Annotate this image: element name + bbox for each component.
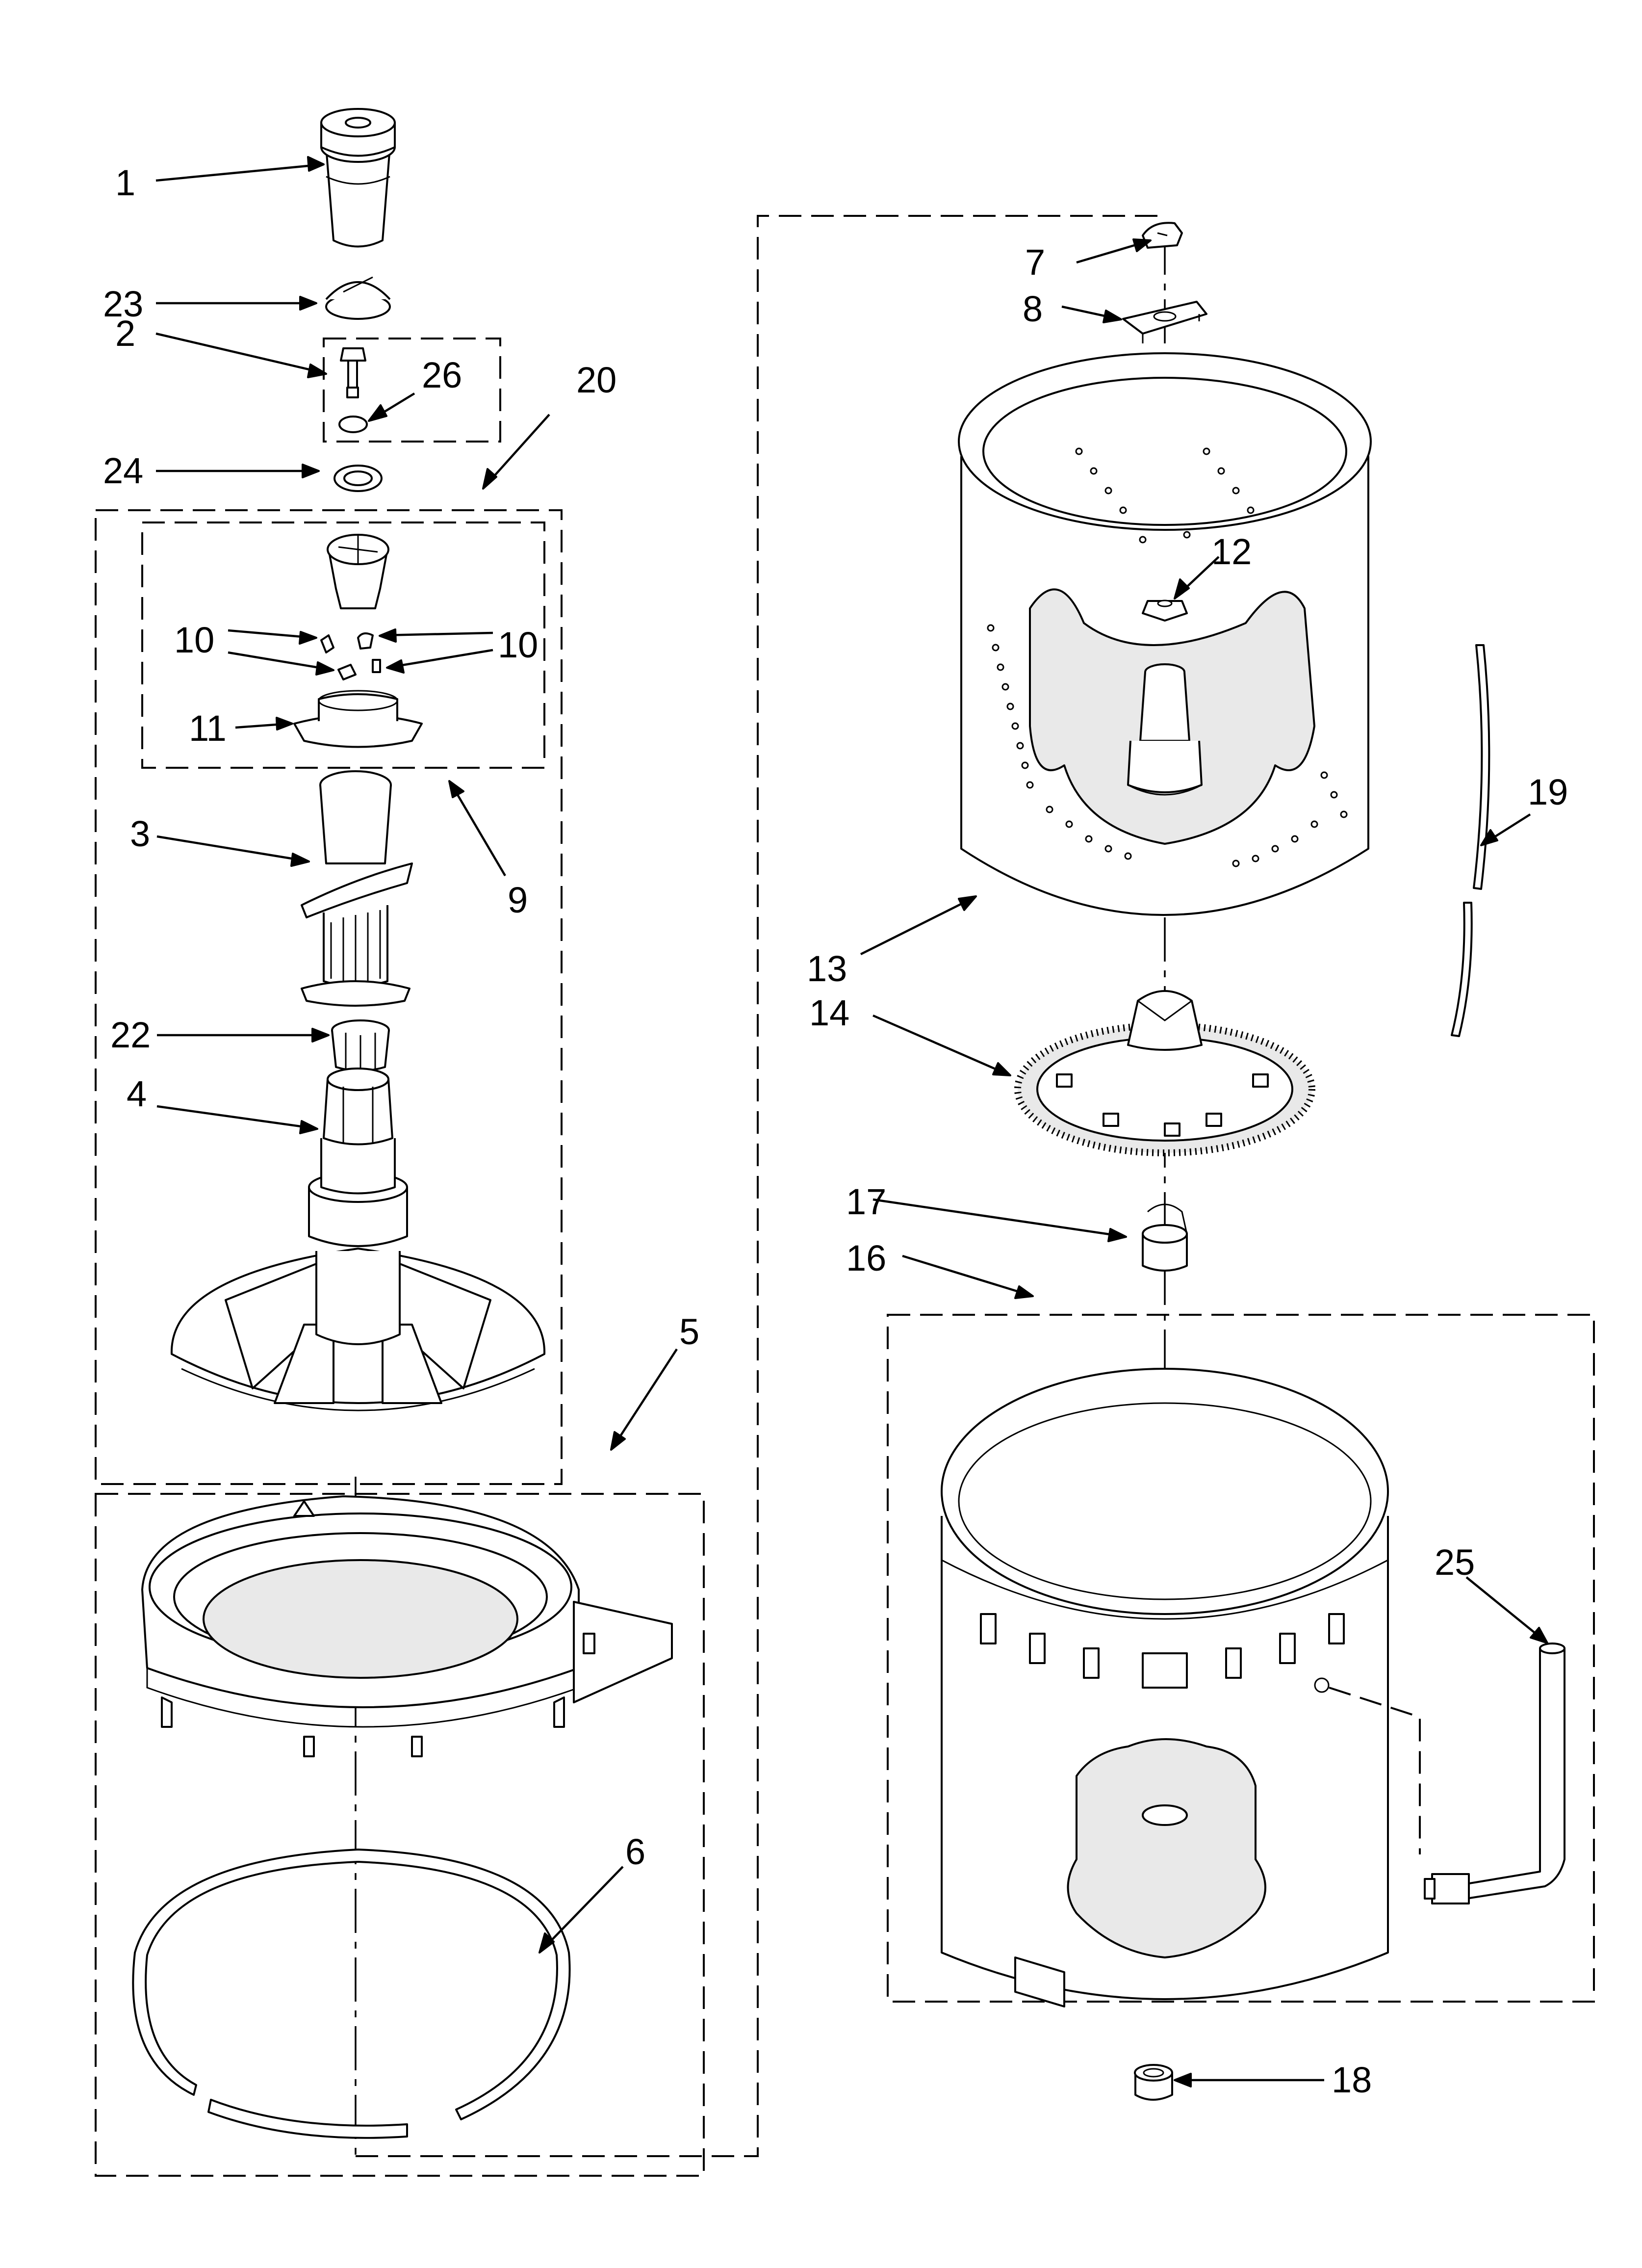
part-24-ring xyxy=(334,465,383,492)
group-box-9 xyxy=(141,521,545,769)
callout-5: 5 xyxy=(679,1311,699,1352)
part-7-clip xyxy=(1142,222,1183,249)
connector-dash-line xyxy=(356,215,1167,2157)
part-17-drive-block xyxy=(1142,1203,1188,1272)
callout-9: 9 xyxy=(508,880,528,920)
callout-25: 25 xyxy=(1435,1542,1475,1583)
part-4-agitator xyxy=(170,1068,546,1411)
callout-17: 17 xyxy=(846,1181,886,1222)
callout-10-right: 10 xyxy=(498,625,538,665)
callout-2: 2 xyxy=(115,313,135,354)
callout-4: 4 xyxy=(127,1073,147,1114)
group-box-2-26 xyxy=(323,338,501,443)
group-box-20 xyxy=(95,509,563,1485)
callout-22: 22 xyxy=(110,1015,151,1055)
callout-6: 6 xyxy=(625,1831,645,1872)
part-18-drain-plug xyxy=(1134,2064,1173,2101)
part-13-wash-basket xyxy=(958,352,1372,916)
callout-18: 18 xyxy=(1332,2059,1372,2100)
part-1-softener-dispenser xyxy=(320,108,396,248)
callout-19: 19 xyxy=(1528,772,1568,812)
part-6-snap-ring xyxy=(132,1849,571,2139)
callout-3: 3 xyxy=(130,813,150,854)
leader-arrows xyxy=(155,156,1548,2087)
callout-14: 14 xyxy=(809,992,849,1033)
part-26-washer xyxy=(338,416,368,433)
part-22-coupling xyxy=(331,1019,390,1072)
callout-24: 24 xyxy=(103,450,143,491)
callout-11: 11 xyxy=(189,708,227,749)
callout-20: 20 xyxy=(576,360,616,400)
part-10-agitator-dogs xyxy=(320,632,381,680)
callout-26: 26 xyxy=(422,355,462,395)
callout-12: 12 xyxy=(1211,531,1252,572)
callout-8: 8 xyxy=(1023,288,1043,329)
part-3-auger xyxy=(301,770,413,1007)
part-11-ratchet-plate xyxy=(293,690,423,748)
part-25-overflow-hose xyxy=(1424,1642,1565,1904)
part-19-tube xyxy=(1451,644,1490,1037)
part-8-gasket xyxy=(1122,301,1207,343)
part-14-hub-brush-ring xyxy=(1014,990,1315,1156)
callout-23: 23 xyxy=(103,284,143,324)
group-box-16 xyxy=(887,1314,1595,2003)
callout-1: 1 xyxy=(115,162,135,203)
callout-10-left: 10 xyxy=(174,620,214,660)
part-2-bolt xyxy=(340,347,366,398)
part-16-outer-tub xyxy=(941,1368,1389,2007)
part-9-cam-assembly xyxy=(327,534,389,609)
part-5-tub-ring xyxy=(141,1495,673,1757)
callout-13: 13 xyxy=(807,948,847,989)
group-box-5 xyxy=(95,1493,705,2177)
part-12-basket-nut xyxy=(1142,600,1188,622)
callout-16: 16 xyxy=(846,1238,886,1278)
callout-7: 7 xyxy=(1025,242,1045,283)
part-23-agitator-cap xyxy=(325,276,391,320)
